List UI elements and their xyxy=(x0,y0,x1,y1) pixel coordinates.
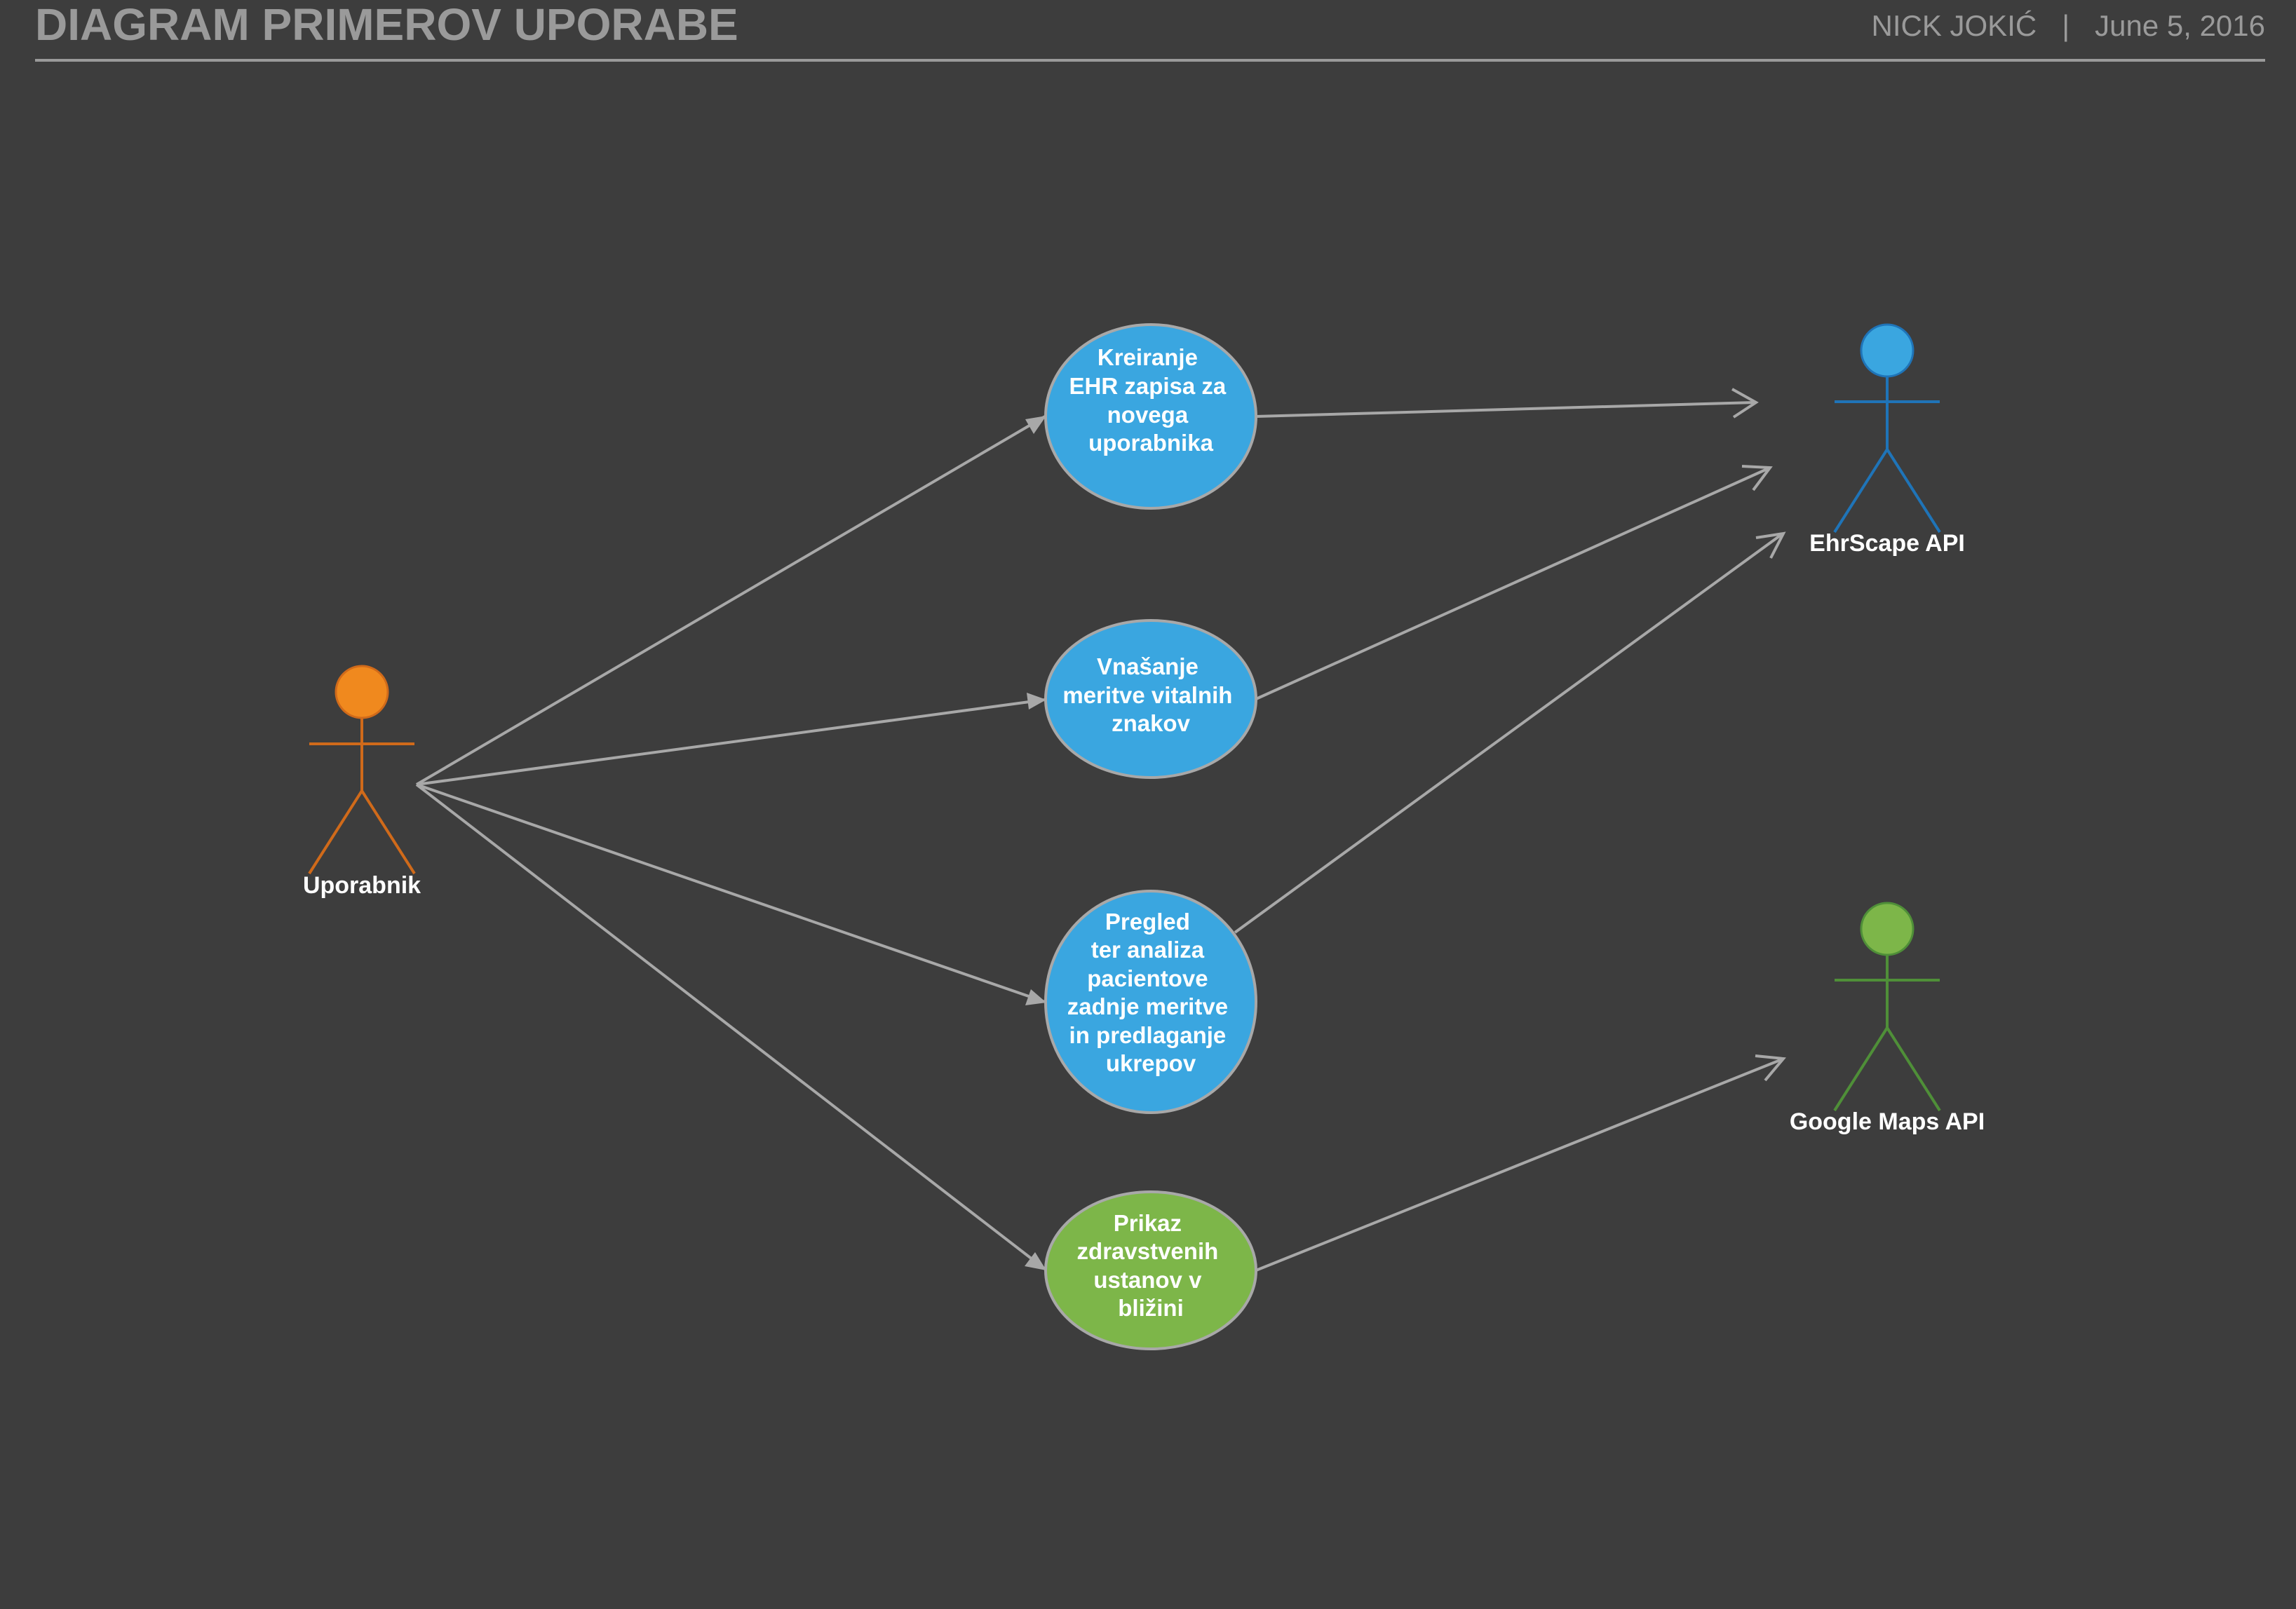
author: NICK JOKIĆ xyxy=(1871,9,2037,42)
header-meta: NICK JOKIĆ | June 5, 2016 xyxy=(1872,8,2266,43)
use-case-vnasanje: Vnašanje meritve vitalnih znakov xyxy=(1044,619,1257,779)
actor-label: Google Maps API xyxy=(1790,1108,1985,1135)
actor-left-leg xyxy=(1833,1026,1889,1112)
use-case-ellipse xyxy=(1044,323,1257,510)
actor-left-leg xyxy=(1833,448,1889,534)
actor-head xyxy=(1860,902,1915,956)
actor-head xyxy=(1860,323,1915,378)
use-case-prikaz: Prikaz zdravstvenih ustanov v bližini xyxy=(1044,1190,1257,1350)
connector-pregled-ehrscape xyxy=(1234,533,1783,934)
connector-uporabnik-pregled xyxy=(416,783,1046,1003)
arrowhead-vnasanje xyxy=(1027,693,1046,710)
open-arrow-pregled xyxy=(1755,531,1786,559)
use-case-label: Vnašanje meritve vitalnih znakov xyxy=(1062,653,1238,736)
use-case-label: Kreiranje EHR zapisa za novega uporabnik… xyxy=(1069,344,1233,456)
connector-prikaz-google-maps xyxy=(1255,1058,1783,1272)
use-case-ellipse xyxy=(1044,1190,1257,1350)
actor-head xyxy=(335,665,389,719)
use-case-pregled: Pregled ter analiza pacientove zadnje me… xyxy=(1044,890,1257,1114)
actor-right-leg xyxy=(1886,448,1941,534)
header: DIAGRAM PRIMEROV UPORABE NICK JOKIĆ | June… xyxy=(35,0,2265,62)
connector-uporabnik-vnasanje xyxy=(416,698,1046,786)
use-case-label: Pregled ter analiza pacientove zadnje me… xyxy=(1067,909,1234,1076)
use-case-kreiranje: Kreiranje EHR zapisa za novega uporabnik… xyxy=(1044,323,1257,510)
connector-uporabnik-kreiranje xyxy=(415,415,1046,786)
actor-google-maps-api: Google Maps API xyxy=(1790,902,1985,1135)
use-case-ellipse xyxy=(1044,619,1257,779)
connector-vnasanje-ehrscape xyxy=(1255,467,1769,700)
open-arrow-vnasanje xyxy=(1741,465,1773,491)
separator: | xyxy=(2062,9,2070,42)
actor-label: EhrScape API xyxy=(1809,530,1965,557)
actor-left-leg xyxy=(308,789,363,875)
page-title: DIAGRAM PRIMEROV UPORABE xyxy=(35,0,738,50)
connector-uporabnik-prikaz xyxy=(415,783,1046,1270)
use-case-ellipse xyxy=(1044,890,1257,1114)
actor-right-leg xyxy=(1886,1026,1941,1112)
arrowhead-kreiranje xyxy=(1025,416,1046,434)
use-case-label: Prikaz zdravstvenih ustanov v bližini xyxy=(1077,1210,1225,1321)
user-connectors xyxy=(415,415,1046,1270)
actor-uporabnik: Uporabnik xyxy=(303,665,421,899)
open-arrow-prikaz xyxy=(1755,1054,1786,1082)
connector-kreiranje-ehrscape xyxy=(1255,401,1755,418)
date: June 5, 2016 xyxy=(2095,9,2265,42)
actor-ehrscape-api: EhrScape API xyxy=(1809,323,1965,557)
system-connectors xyxy=(1234,388,1786,1272)
arrowhead-prikaz xyxy=(1025,1252,1046,1270)
actor-right-leg xyxy=(360,789,416,875)
actor-label: Uporabnik xyxy=(303,872,421,899)
open-arrow-kreiranje xyxy=(1731,388,1759,419)
arrowhead-pregled xyxy=(1025,989,1046,1005)
